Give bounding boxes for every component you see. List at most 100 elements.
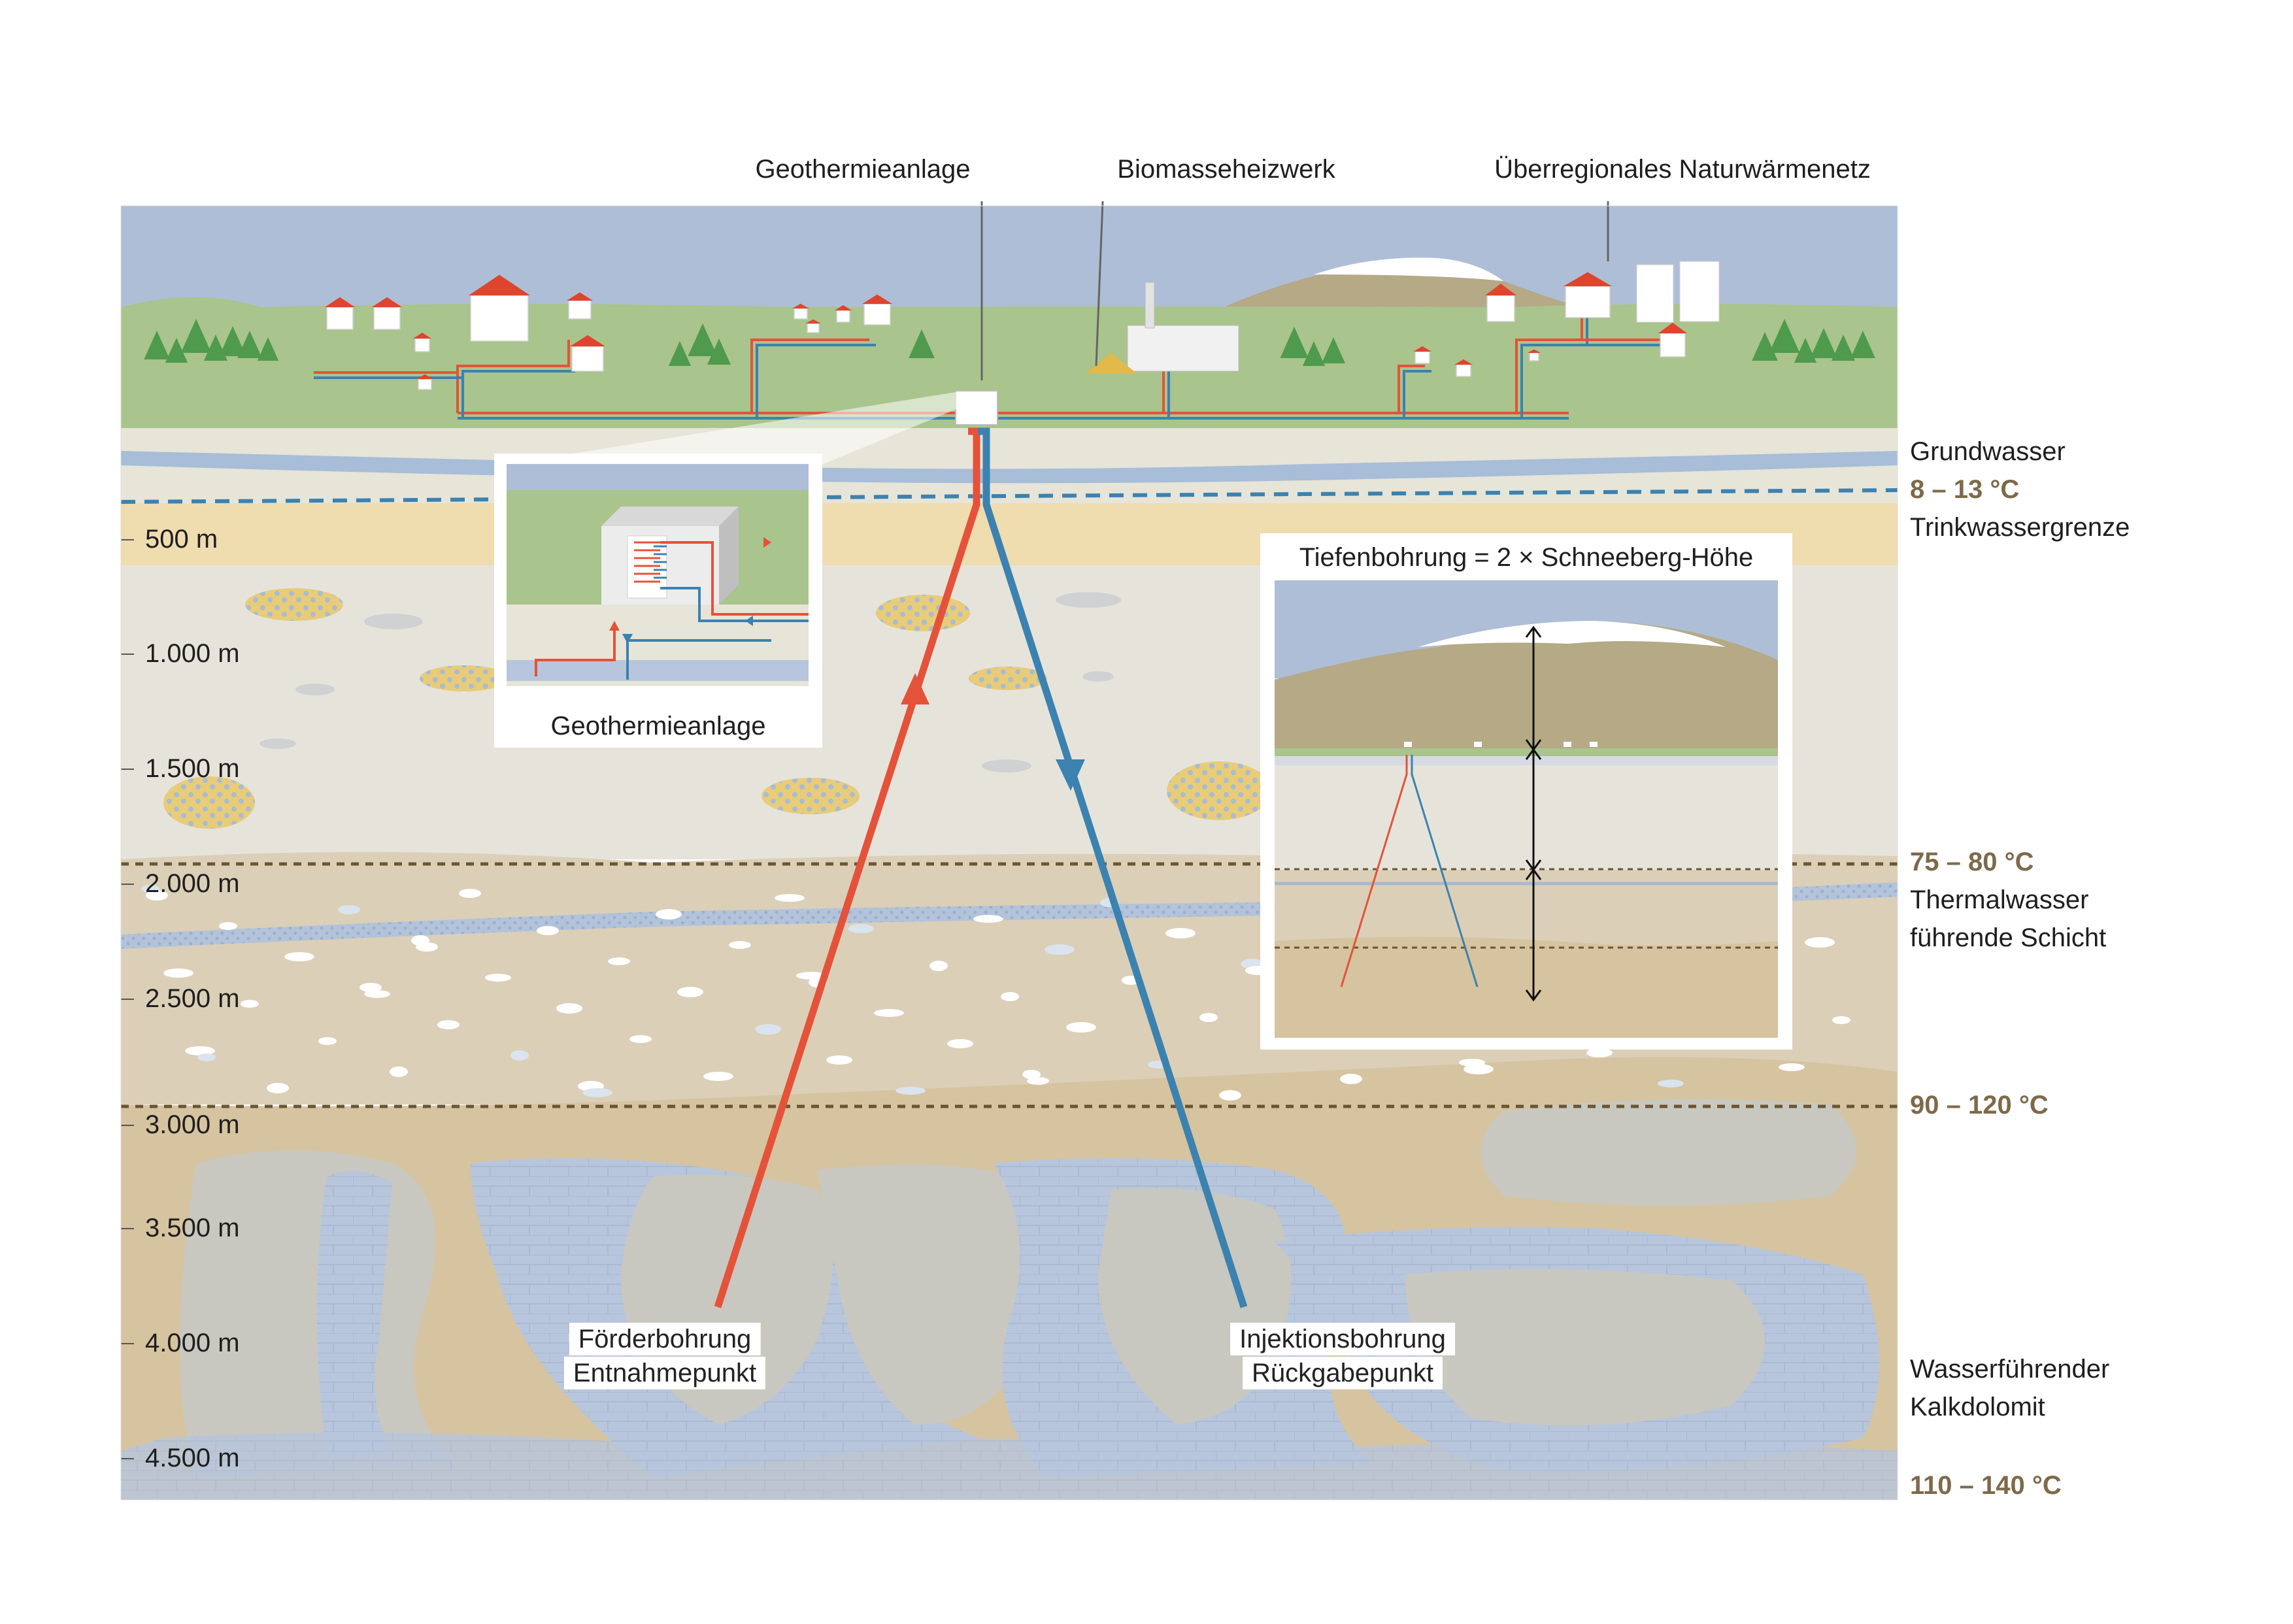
cold-pipe	[314, 376, 464, 418]
depth-label: 3.500 m	[145, 1214, 240, 1242]
groundwater-temp: 8 – 13 °C	[1910, 475, 2020, 504]
pebble	[703, 1072, 733, 1081]
pebble	[677, 987, 703, 997]
house	[568, 300, 592, 320]
pebble	[284, 952, 314, 961]
cold-pipe	[756, 344, 876, 418]
injection-well-label-1: Injektionsbohrung	[1230, 1323, 1455, 1355]
groundwater-label: Grundwasser	[1910, 437, 2066, 466]
pebble	[1779, 1063, 1805, 1071]
thermal-layer-label-1: Thermalwasser	[1910, 886, 2089, 914]
pebble	[582, 1088, 612, 1097]
deep-temp: 90 – 120 °C	[1910, 1091, 2049, 1119]
geothermal-plant-label: Geothermieanlage	[755, 155, 971, 184]
pebble	[826, 1055, 852, 1065]
stone	[364, 614, 423, 629]
pebble	[874, 1009, 904, 1017]
house-roof	[469, 274, 530, 295]
house	[1565, 286, 1611, 318]
pebble	[656, 909, 682, 920]
injection-well-label-2: Rückgabepunkt	[1243, 1357, 1443, 1389]
pebble	[185, 1046, 215, 1055]
pebble	[1045, 944, 1075, 955]
plant-inset-caption: Geothermieanlage	[550, 712, 766, 740]
stone	[1082, 671, 1114, 682]
pebble	[895, 1087, 926, 1095]
production-well-label-2: Entnahmepunkt	[563, 1357, 766, 1389]
tree-icon	[257, 337, 279, 361]
house	[571, 346, 604, 372]
pebble	[146, 890, 168, 901]
apartment-block	[1636, 264, 1674, 323]
tree-icon	[1752, 332, 1778, 361]
house	[863, 303, 891, 325]
house-roof	[862, 294, 892, 304]
house-roof	[1564, 272, 1612, 286]
tree-icon	[180, 319, 212, 353]
house-roof	[1485, 284, 1516, 295]
stone	[1056, 592, 1121, 608]
tree-icon	[668, 341, 692, 366]
house-roof	[805, 319, 821, 323]
pebble	[364, 990, 390, 998]
bottom-temp: 110 – 140 °C	[1910, 1471, 2062, 1500]
pebble	[1832, 1016, 1850, 1024]
house	[1529, 352, 1539, 361]
pebble	[318, 1037, 337, 1045]
pebble	[390, 1067, 408, 1077]
pebble	[1199, 1013, 1218, 1022]
house-roof	[835, 305, 852, 310]
inset-connector	[499, 392, 997, 465]
pebble	[416, 942, 438, 952]
gravel-pocket	[163, 776, 255, 829]
apartment-block	[1679, 261, 1720, 322]
house	[836, 310, 850, 323]
pebble	[241, 1000, 259, 1008]
biomass-chimney	[1145, 282, 1155, 329]
drinking-water-line	[120, 488, 1898, 504]
depth-label: 4.000 m	[145, 1329, 240, 1357]
pebble	[1165, 928, 1196, 938]
house-roof	[1454, 359, 1473, 365]
pebble	[608, 957, 630, 965]
depth-ticks	[121, 539, 134, 1459]
downflow-arrow	[1056, 759, 1085, 791]
house-roof	[1413, 346, 1431, 352]
tree-icon	[1769, 319, 1800, 353]
biomass-plant-label: Biomasseheizwerk	[1117, 155, 1335, 184]
diagram-frame	[120, 205, 1898, 1500]
stone	[295, 684, 335, 695]
pebble	[537, 926, 559, 935]
pebble	[1027, 1077, 1049, 1085]
house-roof	[372, 297, 402, 307]
depth-inset-title: Tiefenbohrung = 2 × Schneeberg-Höhe	[1299, 543, 1754, 572]
village	[144, 261, 1875, 420]
gravel-pocket	[876, 595, 970, 631]
plant-inset	[494, 454, 822, 748]
pebble	[755, 1024, 781, 1035]
drinking-water-limit-label: Trinkwassergrenze	[1910, 513, 2130, 542]
dolomite-label-2: Kalkdolomit	[1910, 1393, 2045, 1421]
house-roof	[792, 303, 809, 308]
pebble	[1219, 1090, 1241, 1101]
gravel-pocket	[245, 588, 343, 621]
gravel-pocket	[762, 778, 860, 814]
pebble	[947, 1039, 973, 1048]
tree-icon	[707, 339, 731, 365]
tree-icon	[1850, 331, 1875, 358]
gravel-pocket	[969, 667, 1047, 690]
house	[470, 295, 529, 342]
stone	[982, 759, 1031, 772]
house	[1486, 295, 1515, 322]
tree-icon	[1302, 341, 1326, 366]
house-roof	[413, 333, 431, 339]
pebble	[775, 894, 805, 902]
pebble	[510, 1050, 529, 1061]
depth-label: 500 m	[145, 525, 218, 554]
tree-icon	[1832, 335, 1855, 361]
depth-label: 3.000 m	[145, 1110, 240, 1139]
house	[418, 378, 432, 390]
tree-icon	[144, 331, 170, 359]
house-roof	[570, 335, 605, 346]
house	[373, 307, 401, 330]
